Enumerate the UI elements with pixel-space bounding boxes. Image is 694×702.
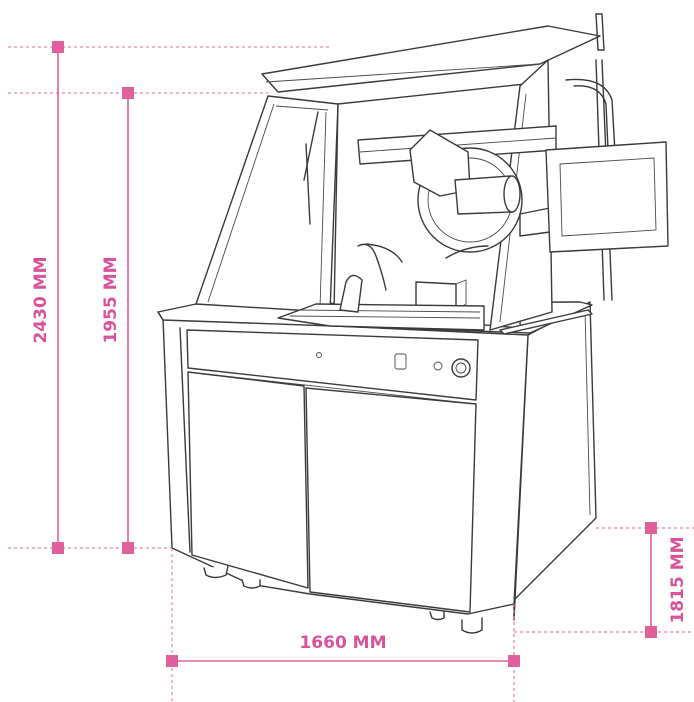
cable-carrier bbox=[339, 274, 363, 313]
foot-left bbox=[203, 565, 229, 579]
monitor-screen bbox=[559, 157, 657, 237]
depth-label: 1815 MM bbox=[668, 536, 688, 623]
dimension-hood-height: 1955 MM bbox=[101, 87, 134, 554]
dimension-overall-height: 2430 MM bbox=[31, 41, 64, 554]
indicator-light bbox=[316, 352, 322, 358]
dimension-width: 1660 MM bbox=[166, 633, 520, 667]
emergency-stop-button bbox=[451, 358, 471, 378]
foot-mid bbox=[241, 579, 261, 589]
hood-roof bbox=[261, 25, 601, 93]
key-switch-icon bbox=[394, 353, 407, 370]
outfeed-rail bbox=[499, 309, 593, 335]
coolant-hose bbox=[357, 243, 403, 291]
control-panel bbox=[186, 329, 479, 401]
saw-head bbox=[409, 129, 523, 253]
foot-right bbox=[461, 617, 483, 634]
touch-monitor bbox=[545, 141, 669, 253]
dimension-depth: 1815 MM bbox=[645, 522, 688, 638]
right-door bbox=[305, 387, 477, 613]
left-door bbox=[187, 371, 309, 589]
hood-height-label: 1955 MM bbox=[101, 256, 121, 343]
dimension-lines: 2430 MM 1955 MM 1660 MM 1815 MM bbox=[8, 41, 694, 702]
width-label: 1660 MM bbox=[299, 633, 386, 653]
overall-height-label: 2430 MM bbox=[31, 256, 51, 343]
enclosure-left-frame bbox=[195, 95, 339, 313]
selector-button bbox=[433, 361, 443, 371]
machine-illustration bbox=[157, 13, 669, 634]
foot-back bbox=[429, 611, 445, 621]
